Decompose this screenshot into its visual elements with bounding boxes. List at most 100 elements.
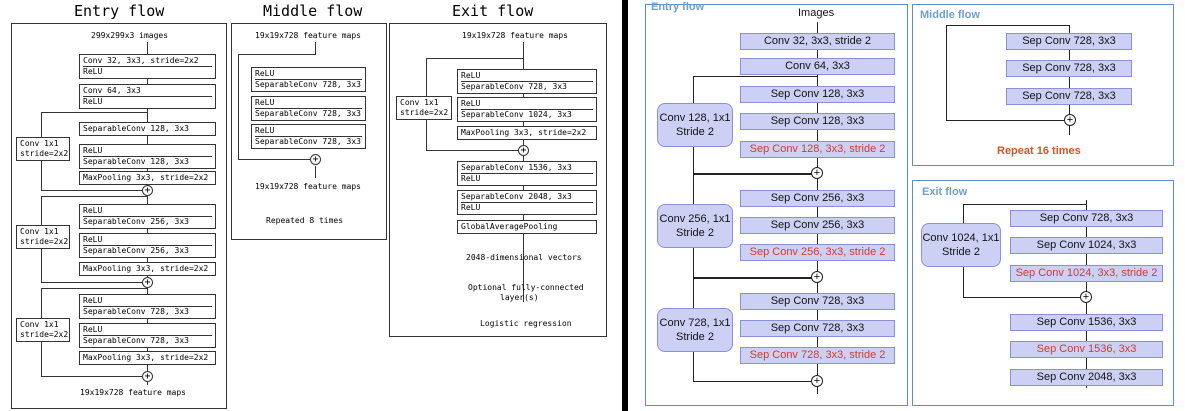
middle-input-label: 19x19x728 feature maps [255,31,361,40]
entry-add-icon: + [142,371,153,382]
r-branch-line [693,278,817,279]
r-entry-box: Sep Conv 128, 3x3 [740,113,895,130]
entry-block-line: Conv 64, 3x3 [83,86,212,97]
xception-original-diagram: Entry flow Middle flow Exit flow 299x299… [11,2,607,409]
r-entry-box: Sep Conv 256, 3x3 [740,190,895,207]
entry-block-line: Conv 32, 3x3, stride=2x2 [83,56,212,67]
figure-divider [622,0,628,411]
r-exit-title: Exit flow [922,186,968,198]
entry-block-line: SeparableConv 128, 3x3 [83,157,189,166]
r-entry-shortcut: Conv 256, 1x1 Stride 2 [657,203,733,248]
r-entry-shortcut: Conv 728, 1x1 Stride 2 [657,307,733,352]
r-branch-line [693,173,811,174]
exit-block-line: ReLU [461,203,481,212]
exit-fc-label-2: layer(s) [500,293,539,302]
exit-vectors-label: 2048-dimensional vectors [466,253,582,262]
entry-add-icon: + [142,185,153,196]
entry-block-line: ReLU [83,235,212,246]
entry-block-line: SeparableConv 128, 3x3 [83,124,189,133]
r-exit-box: Sep Conv 2048, 3x3 [1010,369,1163,386]
entry-block: SeparableConv 128, 3x3 [79,122,216,136]
entry-block-line: ReLU [83,325,212,336]
r-entry-box: Conv 32, 3x3, stride 2 [740,33,895,50]
entry-block-line: MaxPooling 3x3, stride=2x2 [83,353,209,362]
r-middle-loop [946,25,947,120]
r-exit-box: Sep Conv 1024, 3x3, stride 2 [1010,265,1163,282]
exit-flow-panel [389,23,607,337]
entry-block: MaxPooling 3x3, stride=2x2 [79,351,216,365]
entry-block-line: MaxPooling 3x3, stride=2x2 [83,264,209,273]
middle-flow-panel [231,23,387,240]
shortcut-branch-line [41,190,142,191]
r-exit-box: Sep Conv 1536, 3x3 [1010,314,1163,331]
r-entry-box: Sep Conv 128, 3x3, stride 2 [740,141,895,158]
entry-input-label: 299x299x3 images [91,31,169,40]
r-entry-box: Sep Conv 256, 3x3, stride 2 [740,244,895,261]
entry-block-line: ReLU [83,67,103,76]
r-exit-shortcut: Conv 1024, 1x1 Stride 2 [921,223,1001,267]
r-exit-panel [912,180,1174,406]
exit-block-line: SeparableConv 1024, 3x3 [461,110,572,119]
r-entry-box: Sep Conv 256, 3x3 [740,217,895,234]
r-entry-add-icon: + [811,167,823,179]
entry-block-line: ReLU [83,296,212,307]
exit-block-line: MaxPooling 3x3, stride=2x2 [461,128,587,137]
entry-block: MaxPooling 3x3, stride=2x2 [79,262,216,276]
exit-input-label: 19x19x728 feature maps [462,31,568,40]
r-entry-main-line [817,22,818,394]
r-middle-box: Sep Conv 728, 3x3 [1006,33,1132,50]
r-exit-box: Sep Conv 1536, 3x3 [1010,341,1163,358]
r-middle-loop [946,25,1070,26]
exit-block-line: SeparableConv 2048, 3x3 [461,192,593,203]
entry-block-line: SeparableConv 728, 3x3 [83,336,189,345]
r-middle-add-icon: + [1064,114,1076,126]
r-entry-box: Sep Conv 728, 3x3 [740,320,895,337]
middle-add-icon: + [310,154,321,165]
r-entry-shortcut: Conv 128, 1x1 Stride 2 [657,102,733,147]
entry-block-line: SeparableConv 728, 3x3 [83,307,189,316]
shortcut-line: stride=2x2 [20,330,69,339]
exit-block-line: GlobalAveragePooling [461,222,558,231]
r-exit-branch [963,297,1080,298]
r-entry-box: Sep Conv 128, 3x3 [740,86,895,103]
entry-output-label: 19x19x728 feature maps [80,388,186,397]
r-entry-title: Entry flow [651,1,705,13]
shortcut-line: Conv 1x1 [20,320,59,329]
shortcut-branch-line [41,112,148,113]
exit-add-icon: + [518,145,529,156]
middle-block-line: ReLU [255,69,362,80]
r-middle-loop [946,120,1064,121]
r-middle-repeat: Repeat 16 times [997,145,1081,157]
r-middle-panel [912,4,1174,166]
shortcut-line: Conv 1x1 [20,139,59,148]
shortcut-line: stride=2x2 [20,149,69,158]
shortcut-line: stride=2x2 [20,237,69,246]
exit-block-line: SeparableConv 728, 3x3 [461,82,567,91]
exit-block: MaxPooling 3x3, stride=2x2 [457,126,597,140]
r-middle-box: Sep Conv 728, 3x3 [1006,88,1132,105]
r-entry-box: Sep Conv 728, 3x3 [740,293,895,310]
middle-block-line: SeparableConv 728, 3x3 [255,80,361,89]
middle-output-label: 19x19x728 feature maps [255,182,361,191]
r-entry-panel [645,4,908,406]
r-branch-line [693,76,817,77]
exit-block-line: ReLU [461,71,593,82]
r-entry-add-icon: + [811,271,823,283]
entry-block-line: SeparableConv 256, 3x3 [83,246,189,255]
exit-logistic-label: Logistic regression [480,319,572,328]
exit-block: GlobalAveragePooling [457,220,597,234]
entry-flow-panel [11,23,227,409]
middle-block-line: ReLU [255,98,362,109]
entry-block-line: ReLU [83,206,212,217]
